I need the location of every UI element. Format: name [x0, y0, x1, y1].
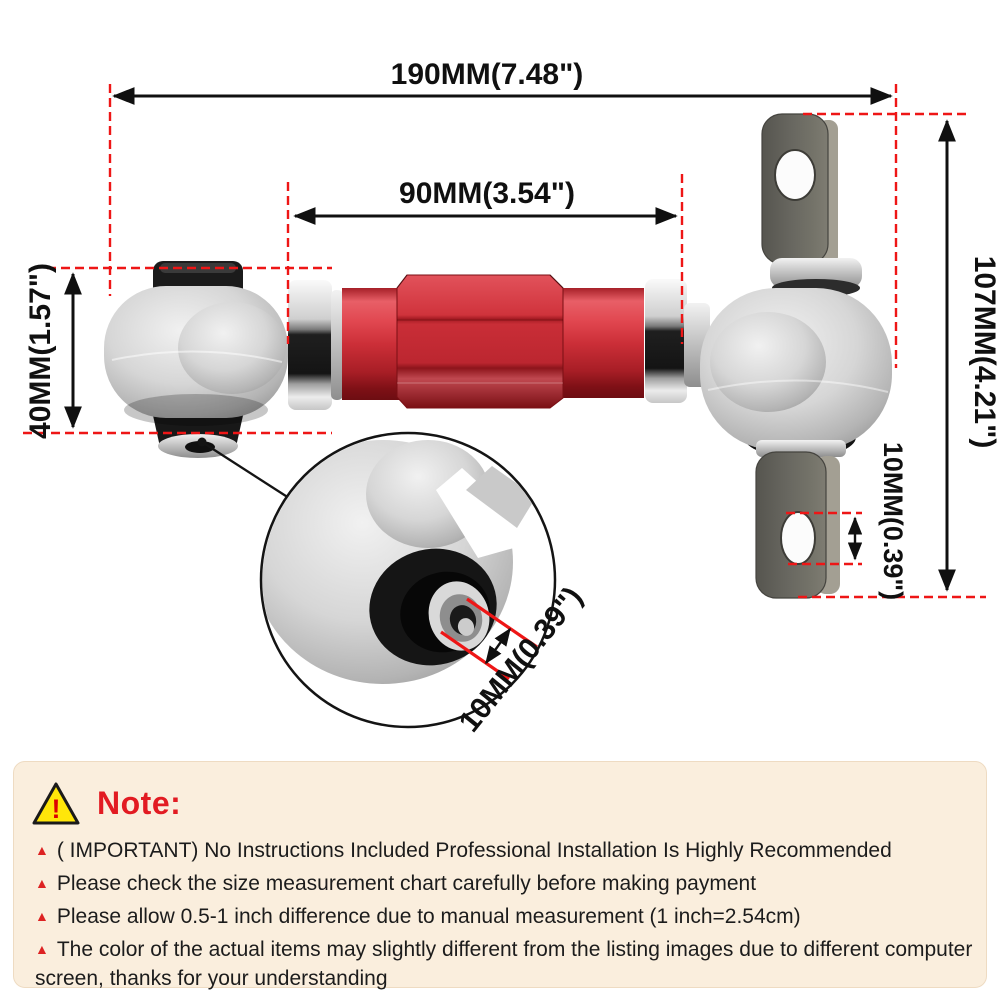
top-fork-hole [774, 149, 816, 201]
bushing-detail-callout [259, 431, 557, 729]
sleeve-hex-body [396, 274, 564, 409]
dim-sleeve-length-label: 90MM(3.54") [399, 177, 575, 210]
detail-leader-line [197, 437, 290, 499]
dim-overall-length-label: 190MM(7.48") [391, 58, 584, 91]
note-item: ▲ Please check the size measurement chart… [31, 870, 980, 899]
note-item: ▲ ( IMPORTANT) No Instructions Included P… [31, 837, 980, 866]
note-item: ▲ Please allow 0.5-1 inch difference due … [31, 903, 980, 932]
dim-fork-hole: 10MM(0.39") [786, 442, 908, 600]
dim-overall-height-label: 107MM(4.21") [968, 256, 1000, 449]
bullet-triangle-icon: ▲ [35, 842, 49, 858]
right-bushing-end [700, 113, 892, 599]
note-item-text: ( IMPORTANT) No Instructions Included Pr… [56, 839, 892, 862]
dim-overall-height: 107MM(4.21") [798, 112, 1000, 599]
adjustable-red-sleeve [342, 274, 644, 409]
warning-exclamation: ! [52, 794, 61, 824]
bottom-fork-hole [780, 511, 816, 565]
note-panel: ! Note: ▲ ( IMPORTANT) No Instructions In… [13, 761, 987, 990]
dim-bushing-height-label: 40MM(1.57") [24, 263, 57, 439]
dim-fork-hole-label: 10MM(0.39") [878, 442, 908, 600]
camber-arm-diagram: 190MM(7.48") 90MM(3.54") 40MM(1.57") 107… [23, 58, 1000, 738]
note-item-text: Please check the size measurement chart … [56, 872, 757, 895]
bullet-triangle-icon: ▲ [35, 941, 49, 957]
left-bushing-end [104, 261, 288, 458]
bullet-triangle-icon: ▲ [35, 875, 49, 891]
note-item-text: The color of the actual items may slight… [35, 938, 973, 990]
note-items: ▲ ( IMPORTANT) No Instructions Included P… [31, 837, 980, 992]
camber-arm-illustration [104, 113, 892, 729]
warning-triangle-icon: ! [32, 782, 80, 824]
dim-sleeve-length: 90MM(3.54") [286, 174, 684, 344]
dim-overall-length: 190MM(7.48") [108, 58, 898, 368]
jam-nut-left [288, 280, 332, 410]
note-header: ! Note: [31, 774, 980, 828]
dim-bushing-height: 40MM(1.57") [23, 263, 332, 439]
note-title: Note: [97, 784, 182, 821]
note-item-text: Please allow 0.5-1 inch difference due t… [56, 905, 801, 928]
note-item: ▲The color of the actual items may sligh… [31, 936, 980, 992]
bullet-triangle-icon: ▲ [35, 908, 49, 924]
spacer-left [331, 290, 343, 400]
jam-nut-right [645, 279, 687, 403]
